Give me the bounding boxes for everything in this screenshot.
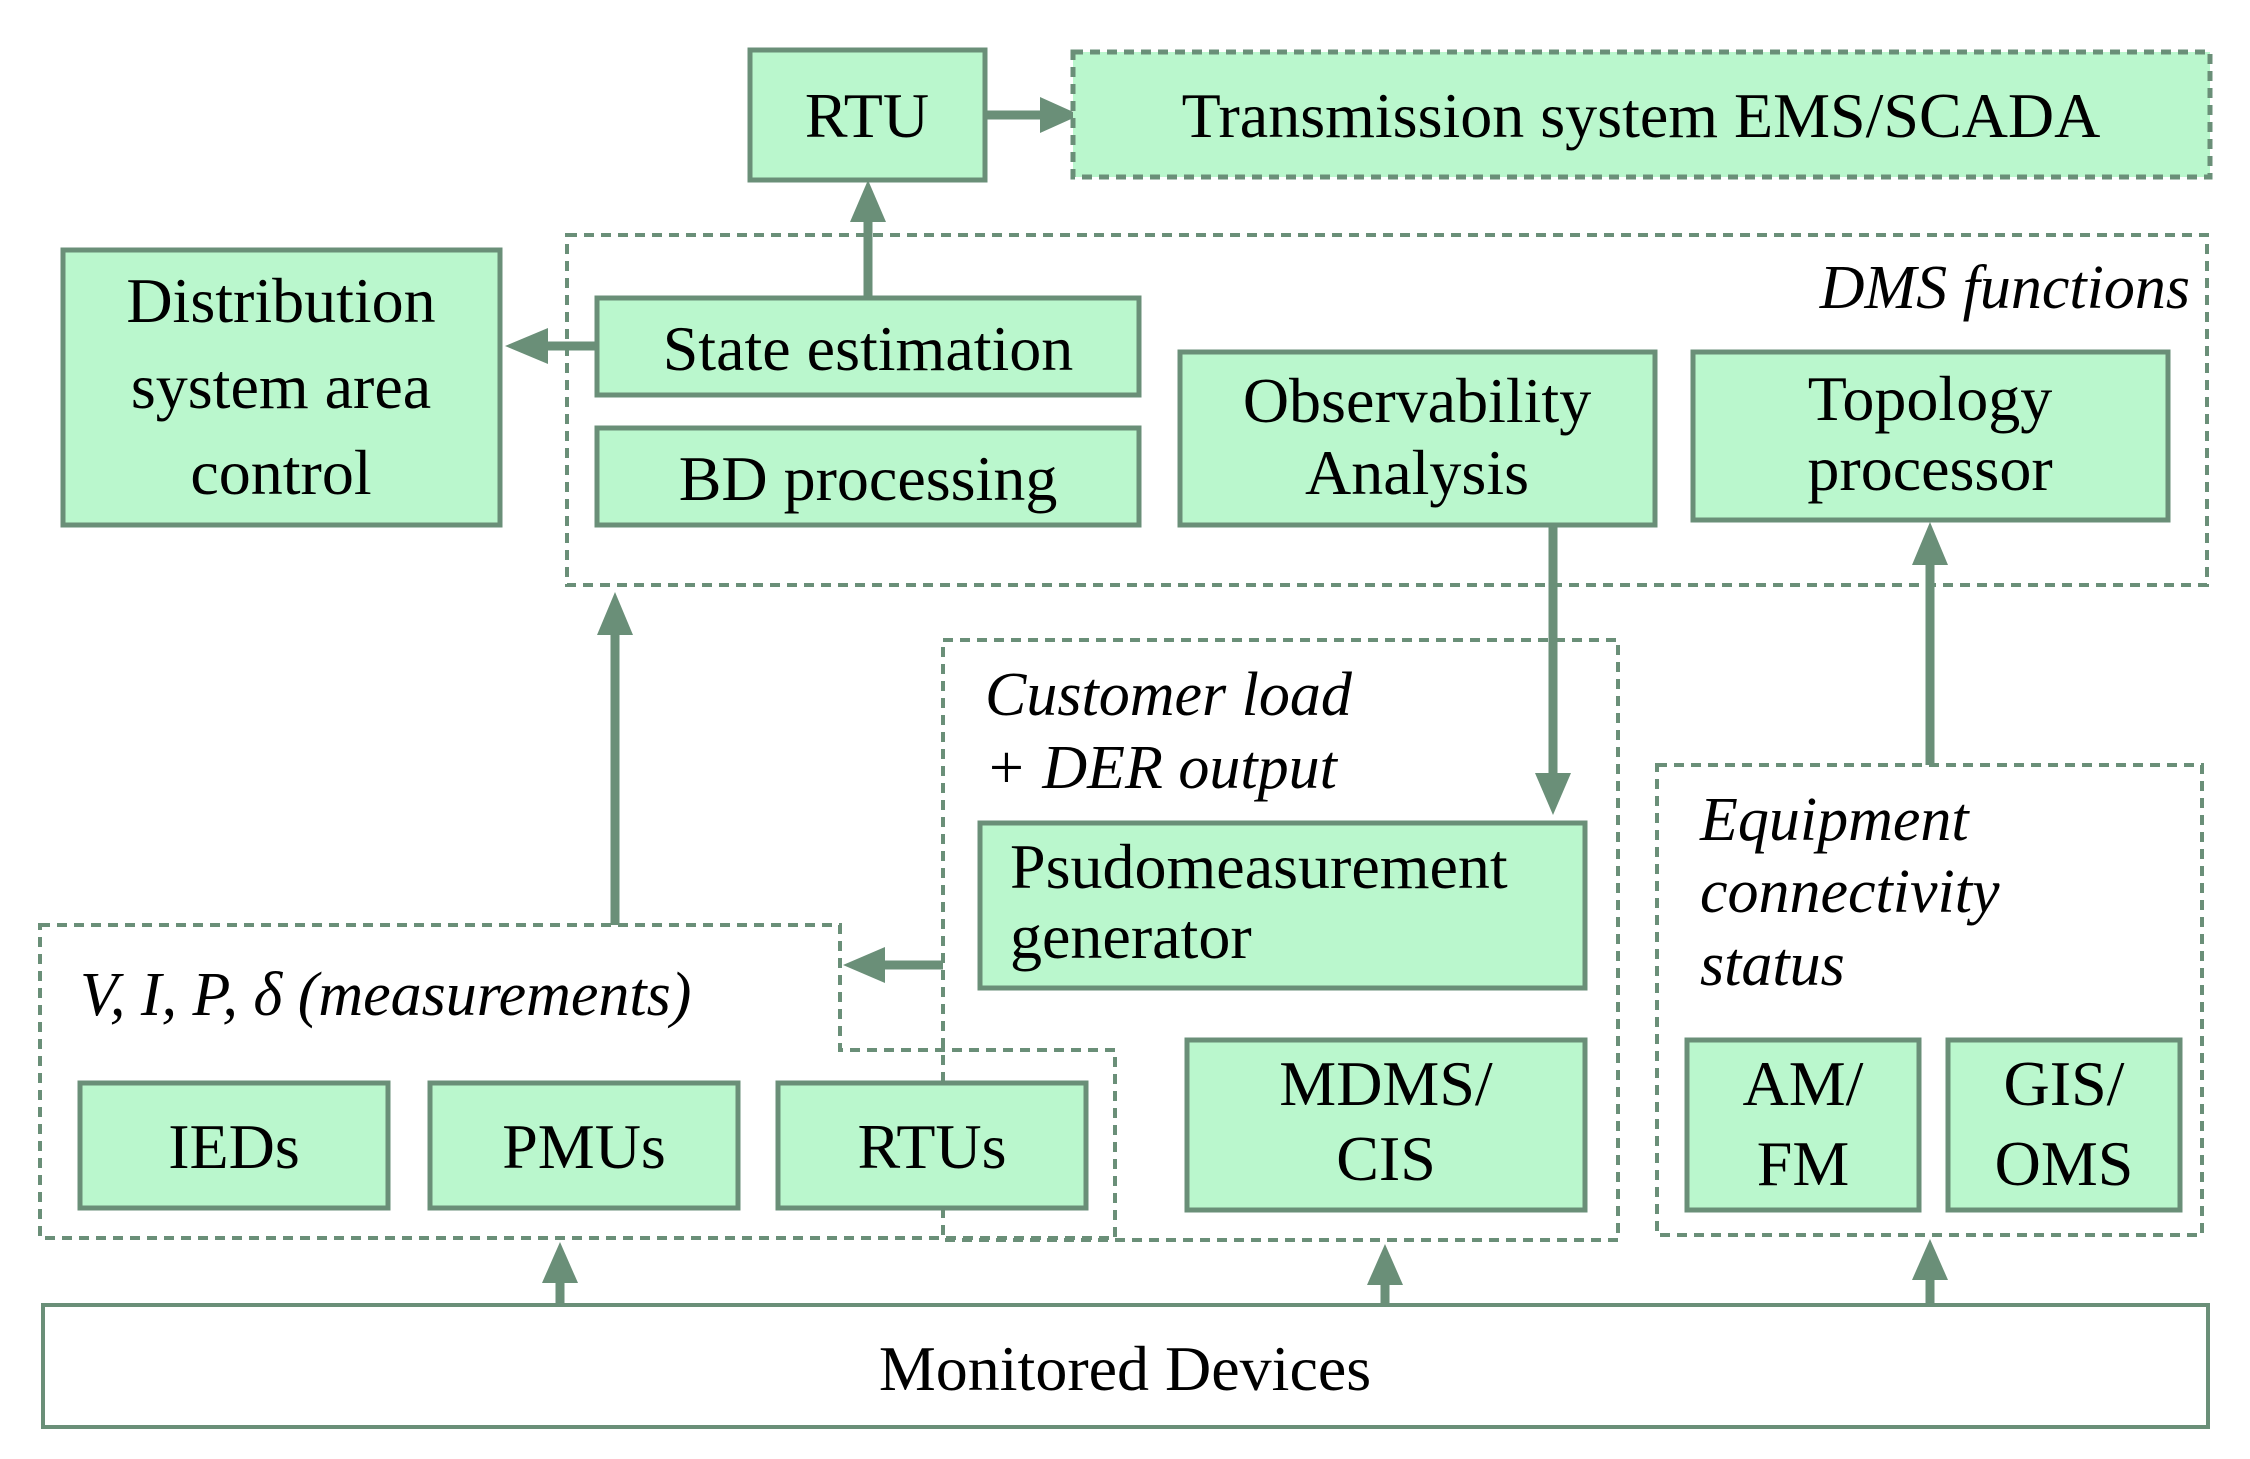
pseudomeasurement-label-line2: generator [1010,901,1252,972]
pseudomeasurement-label-line1: Psudomeasurement [1010,831,1508,902]
equipment-label-line1: Equipment [1699,786,1970,854]
observability-box [1177,349,1658,528]
arrowhead-state-to-rtu [850,180,886,222]
dms-functions-label: DMS functions [1819,254,2190,322]
equipment-label-line3: status [1700,931,1845,999]
rtu-box [747,47,988,183]
amfm-label-line2: FM [1757,1128,1850,1199]
mdms-label-line1: MDMS/ [1279,1048,1493,1119]
ieds-box [77,1080,391,1211]
customer-load-group [941,638,1620,1242]
customer-load-label-line2: + DER output [985,734,1339,802]
transmission-box [1070,49,2213,180]
ieds-label: IEDs [168,1111,300,1182]
bd-processing-label: BD processing [679,443,1058,514]
topology-box [1690,349,2171,523]
bd-processing-box [594,425,1142,528]
distribution-label-line2: system area [131,351,431,422]
amfm-box [1684,1037,1922,1213]
dms-functions-group [565,233,2209,587]
distribution-control-box [60,247,503,528]
rtu-label: RTU [805,80,929,151]
pmus-label: PMUs [502,1111,666,1182]
arrowhead-monitored-to-customer [1367,1244,1403,1285]
monitored-devices-box [41,1303,2210,1429]
state-estimation-box [594,295,1142,398]
pseudomeasurement-box [977,820,1588,991]
arrowhead-monitored-to-equipment [1912,1239,1948,1280]
customer-load-label-line1: Customer load [985,661,1353,729]
rtus-label: RTUs [857,1111,1006,1182]
mdms-label-line2: CIS [1336,1123,1436,1194]
gisoms-label-line1: GIS/ [2004,1048,2125,1119]
pmus-box [427,1080,741,1211]
gisoms-box [1945,1037,2183,1213]
measurements-group [38,923,1117,1240]
mdms-box [1184,1037,1588,1213]
distribution-label-line3: control [190,437,371,508]
monitored-devices-label: Monitored Devices [879,1333,1371,1404]
amfm-label-line1: AM/ [1743,1048,1864,1119]
observability-label-line1: Observability [1243,365,1591,436]
state-estimation-label: State estimation [663,313,1074,384]
arrowhead-rtu-to-transmission [1040,97,1080,133]
topology-label-line2: processor [1807,433,2052,504]
equipment-label-line2: connectivity [1700,858,2000,926]
gisoms-label-line2: OMS [1995,1128,2134,1199]
arrowhead-observability-to-pseudo [1535,773,1571,815]
arrowhead-monitored-to-measurements [542,1242,578,1283]
transmission-label: Transmission system EMS/SCADA [1182,80,2101,151]
observability-label-line2: Analysis [1305,437,1529,508]
measurements-label: V, I, P, δ (measurements) [80,961,691,1029]
distribution-label-line1: Distribution [126,265,435,336]
arrowhead-measurements-to-dms [597,592,633,635]
arrowhead-equipment-to-topology [1912,522,1948,565]
arrowhead-pseudo-to-measurements [843,947,885,983]
rtus-box [775,1080,1089,1211]
arrowhead-state-to-distribution [505,328,548,364]
topology-label-line1: Topology [1808,363,2052,434]
